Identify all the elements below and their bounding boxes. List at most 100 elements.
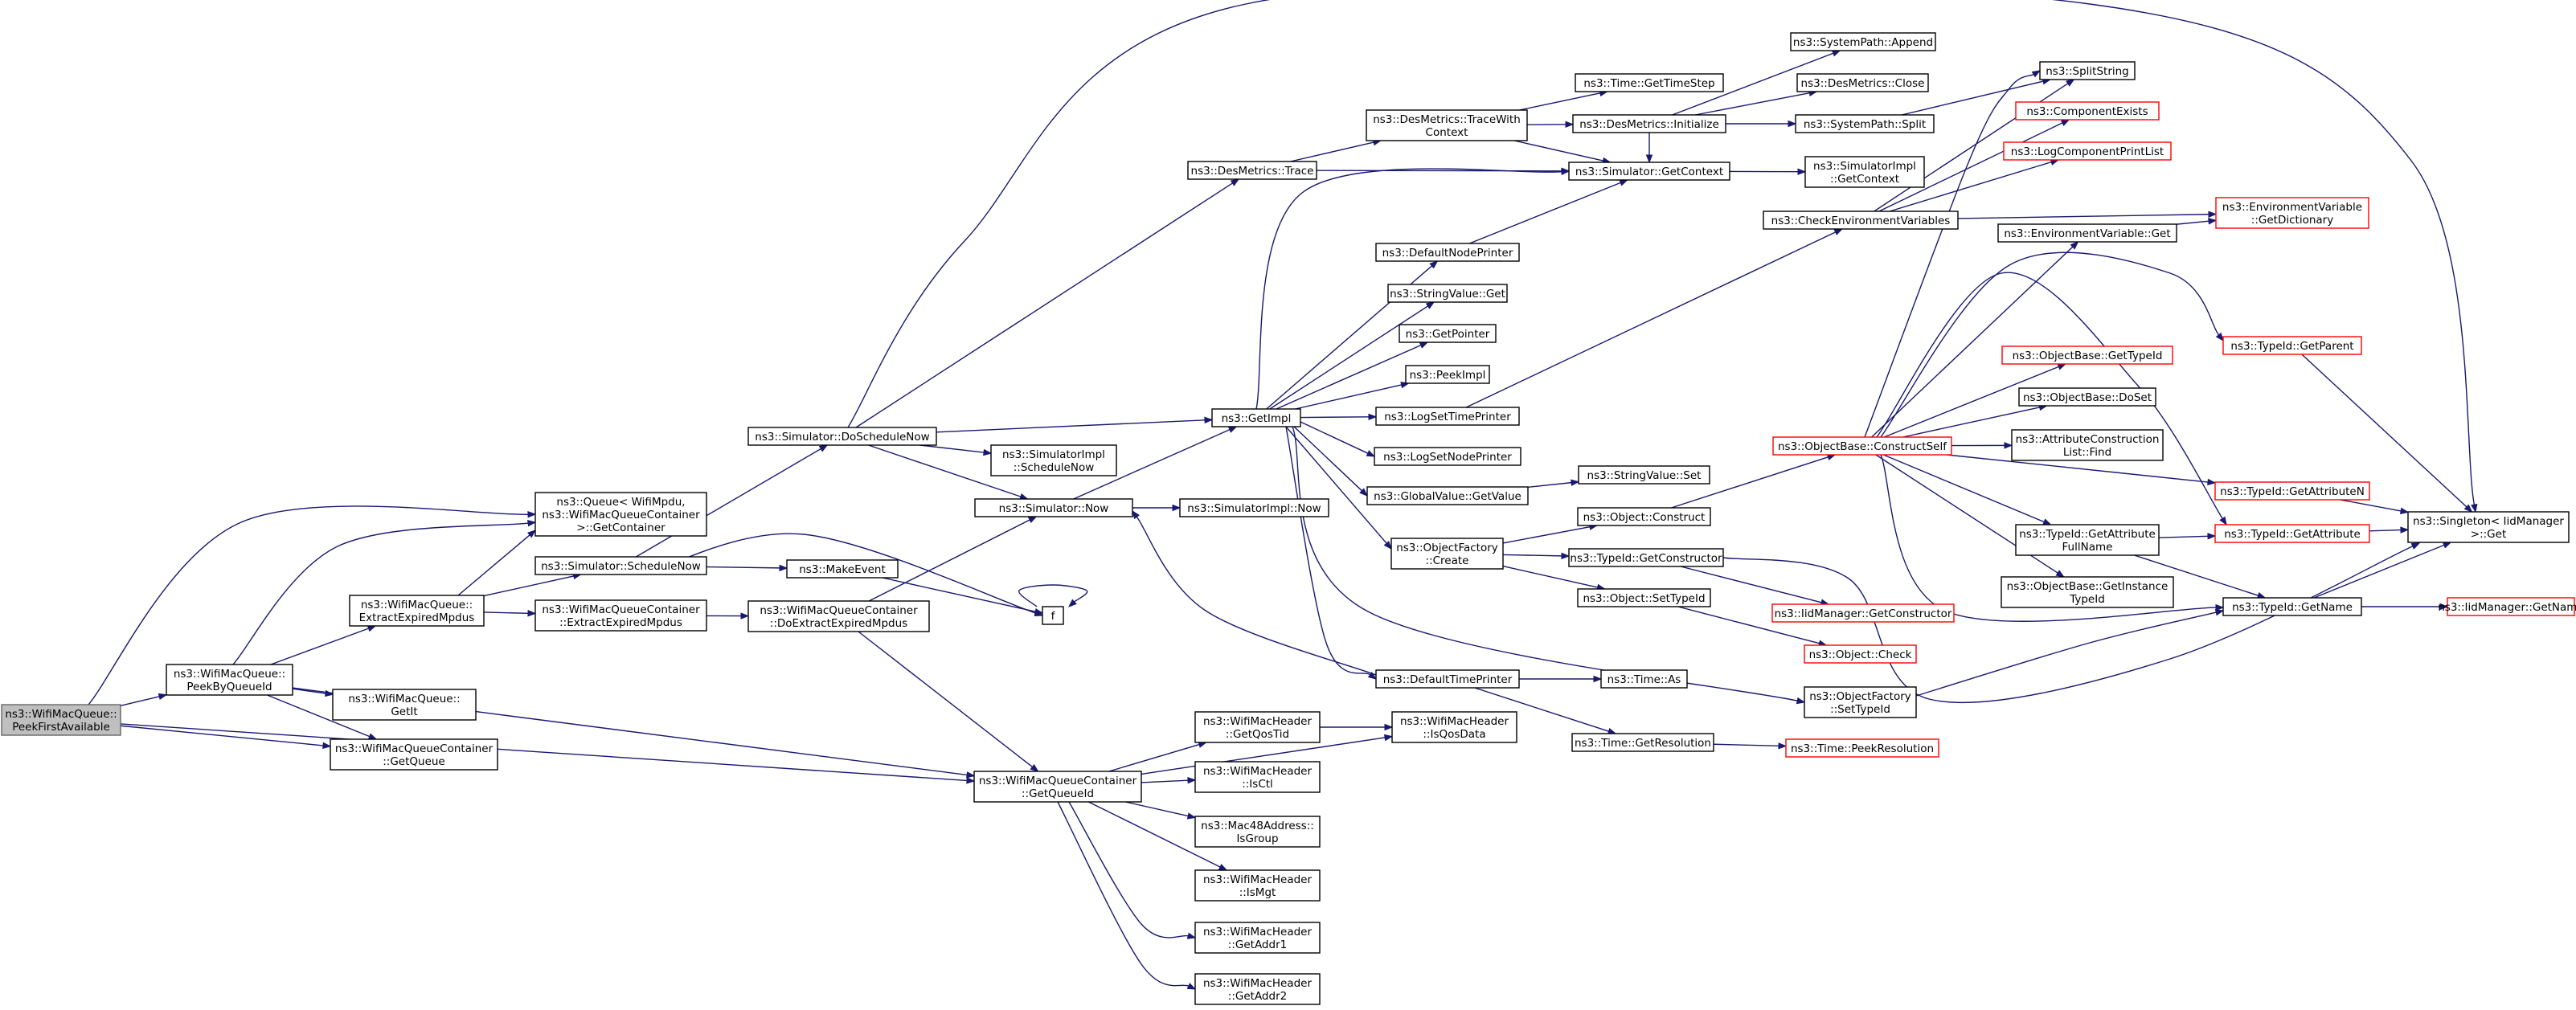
node-simScheduleNow[interactable]: ns3::Simulator::ScheduleNow bbox=[534, 556, 707, 575]
node-defaultNodePrinter[interactable]: ns3::DefaultNodePrinter bbox=[1375, 243, 1520, 262]
node-simGetContext[interactable]: ns3::Simulator::GetContext bbox=[1568, 162, 1730, 181]
node-objectBaseDoSet[interactable]: ns3::ObjectBase::DoSet bbox=[2018, 387, 2156, 407]
node-desClose[interactable]: ns3::DesMetrics::Close bbox=[1796, 73, 1929, 92]
node-desTrace[interactable]: ns3::DesMetrics::Trace bbox=[1187, 161, 1317, 180]
edge-arrowhead bbox=[1186, 812, 1197, 820]
node-splitString[interactable]: ns3::SplitString bbox=[2039, 61, 2136, 80]
node-logSetNodePrinter[interactable]: ns3::LogSetNodePrinter bbox=[1374, 447, 1521, 466]
edge-line bbox=[1957, 214, 2209, 219]
node-typeIdGetName[interactable]: ns3::TypeId::GetName bbox=[2222, 597, 2362, 616]
node-objectConstruct[interactable]: ns3::Object::Construct bbox=[1577, 507, 1711, 526]
node-objectFactoryCreate[interactable]: ns3::ObjectFactory::Create bbox=[1390, 538, 1504, 570]
edge-peekByQueueId-to-extractExpired bbox=[270, 625, 377, 665]
node-typeIdGetAttribute[interactable]: ns3::TypeId::GetAttribute bbox=[2214, 524, 2370, 543]
node-typeIdGetConstructor[interactable]: ns3::TypeId::GetConstructor bbox=[1568, 548, 1724, 567]
edge-line bbox=[1878, 122, 2063, 212]
node-globalValueGetValue[interactable]: ns3::GlobalValue::GetValue bbox=[1366, 486, 1529, 505]
node-peekByQueueId[interactable]: ns3::WifiMacQueue::PeekByQueueId bbox=[166, 664, 293, 696]
node-extractExpired[interactable]: ns3::WifiMacQueue::ExtractExpiredMpdus bbox=[349, 595, 485, 627]
node-objectBaseGetTypeId[interactable]: ns3::ObjectBase::GetTypeId bbox=[2001, 346, 2173, 365]
edge-line bbox=[457, 534, 530, 596]
node-containerExtractExpired[interactable]: ns3::WifiMacQueueContainer::ExtractExpir… bbox=[534, 599, 707, 632]
node-getQosTid[interactable]: ns3::WifiMacHeader::GetQosTid bbox=[1194, 711, 1321, 743]
node-stringValueSet[interactable]: ns3::StringValue::Set bbox=[1578, 465, 1710, 485]
node-label: ns3::TypeId::GetAttribute bbox=[2224, 528, 2361, 541]
node-envVarGetDictionary[interactable]: ns3::EnvironmentVariable::GetDictionary bbox=[2215, 197, 2369, 229]
node-makeEvent[interactable]: ns3::MakeEvent bbox=[786, 559, 899, 579]
node-isMgt[interactable]: ns3::WifiMacHeader::IsMgt bbox=[1194, 869, 1321, 902]
node-timeAs[interactable]: ns3::Time::As bbox=[1600, 669, 1688, 689]
edge-arrowhead bbox=[2215, 603, 2225, 611]
node-iidGetConstructor[interactable]: ns3::IidManager::GetConstructor bbox=[1771, 603, 1955, 623]
node-f[interactable]: f bbox=[1042, 606, 1064, 625]
node-isCtl[interactable]: ns3::WifiMacHeader::IsCtl bbox=[1194, 761, 1321, 793]
node-stringValueGet[interactable]: ns3::StringValue::Get bbox=[1387, 284, 1508, 303]
node-getAddr2[interactable]: ns3::WifiMacHeader::GetAddr2 bbox=[1194, 973, 1321, 1005]
node-checkEnvVars[interactable]: ns3::CheckEnvironmentVariables bbox=[1763, 211, 1959, 230]
node-label: ns3::WifiMacQueueContainer bbox=[760, 604, 918, 617]
node-label: ns3::WifiMacQueueContainer bbox=[542, 509, 700, 521]
edge-arrowhead bbox=[527, 519, 537, 527]
node-systemPathAppend[interactable]: ns3::SystemPath::Append bbox=[1790, 32, 1936, 51]
node-label: ns3::Time::GetTimeStep bbox=[1583, 77, 1714, 90]
node-peekImpl[interactable]: ns3::PeekImpl bbox=[1405, 365, 1490, 384]
edge-envVarGet-to-envVarGetDictionary bbox=[2176, 218, 2218, 225]
node-implNow[interactable]: ns3::SimulatorImpl::Now bbox=[1179, 498, 1329, 517]
node-getQueueId[interactable]: ns3::WifiMacQueueContainer::GetQueueId bbox=[973, 771, 1142, 803]
edge-line bbox=[2301, 354, 2467, 508]
node-logSetTimePrinter[interactable]: ns3::LogSetTimePrinter bbox=[1375, 407, 1520, 426]
node-logComponentPrintList[interactable]: ns3::LogComponentPrintList bbox=[2003, 141, 2172, 161]
node-label: List::Find bbox=[2063, 446, 2111, 459]
node-implGetContext[interactable]: ns3::SimulatorImpl::GetContext bbox=[1804, 156, 1925, 188]
node-label: ns3::LogSetNodePrinter bbox=[1383, 451, 1512, 464]
node-simNow[interactable]: ns3::Simulator::Now bbox=[974, 498, 1133, 517]
node-timePeekResolution[interactable]: ns3::Time::PeekResolution bbox=[1785, 738, 1939, 758]
edge-line bbox=[847, 0, 2476, 505]
node-isQosData[interactable]: ns3::WifiMacHeader::IsQosData bbox=[1391, 711, 1517, 743]
node-queueGetContainer[interactable]: ns3::Queue< WifiMpdu,ns3::WifiMacQueueCo… bbox=[534, 492, 707, 537]
node-objectFactorySetTypeId[interactable]: ns3::ObjectFactory::SetTypeId bbox=[1804, 686, 1917, 718]
node-box bbox=[1375, 669, 1520, 689]
node-root[interactable]: ns3::WifiMacQueue::PeekFirstAvailable bbox=[1, 704, 121, 736]
node-containerGetQueue[interactable]: ns3::WifiMacQueueContainer::GetQueue bbox=[330, 738, 498, 771]
node-systemPathSplit[interactable]: ns3::SystemPath::Split bbox=[1795, 114, 1935, 133]
node-getIt[interactable]: ns3::WifiMacQueue::GetIt bbox=[332, 689, 477, 721]
edge-root-to-peekByQueueId bbox=[120, 693, 168, 707]
node-timeGetTimeStep[interactable]: ns3::Time::GetTimeStep bbox=[1575, 73, 1724, 92]
node-getImpl[interactable]: ns3::GetImpl bbox=[1211, 408, 1301, 427]
node-getPointer[interactable]: ns3::GetPointer bbox=[1399, 324, 1497, 343]
node-isGroup[interactable]: ns3::Mac48Address::IsGroup bbox=[1194, 816, 1321, 848]
node-defaultTimePrinter[interactable]: ns3::DefaultTimePrinter bbox=[1375, 669, 1520, 689]
node-typeIdGetParent[interactable]: ns3::TypeId::GetParent bbox=[2222, 336, 2362, 355]
node-envVarGet[interactable]: ns3::EnvironmentVariable::Get bbox=[1997, 223, 2177, 243]
node-timeGetResolution[interactable]: ns3::Time::GetResolution bbox=[1571, 733, 1714, 752]
node-getAddr1[interactable]: ns3::WifiMacHeader::GetAddr1 bbox=[1194, 922, 1321, 954]
edge-line bbox=[1469, 182, 1621, 244]
node-desInitialize[interactable]: ns3::DesMetrics::Initialize bbox=[1572, 114, 1726, 133]
node-simDoScheduleNow[interactable]: ns3::Simulator::DoScheduleNow bbox=[747, 427, 937, 446]
edge-line bbox=[1073, 429, 1231, 500]
node-typeIdGetAttributeN[interactable]: ns3::TypeId::GetAttributeN bbox=[2214, 481, 2370, 501]
edge-arrowhead bbox=[1186, 983, 1197, 990]
node-iidGetName[interactable]: ns3::IidManager::GetName bbox=[2438, 597, 2576, 616]
node-objectSetTypeId[interactable]: ns3::Object::SetTypeId bbox=[1577, 588, 1711, 607]
edge-line bbox=[1672, 52, 1834, 116]
edge-objectBaseConstructSelf-to-typeIdGetAttributeFullName bbox=[1883, 454, 2052, 525]
node-componentExists[interactable]: ns3::ComponentExists bbox=[2015, 101, 2160, 121]
edge-arrowhead bbox=[1571, 479, 1580, 486]
node-objectBaseConstructSelf[interactable]: ns3::ObjectBase::ConstructSelf bbox=[1772, 436, 1952, 456]
node-doExtractExpired[interactable]: ns3::WifiMacQueueContainer::DoExtractExp… bbox=[747, 600, 930, 632]
edge-typeIdGetAttribute-to-singletonGet bbox=[2369, 526, 2410, 534]
node-implScheduleNow[interactable]: ns3::SimulatorImpl::ScheduleNow bbox=[990, 444, 1117, 476]
node-box bbox=[1577, 507, 1711, 526]
node-singletonGet[interactable]: ns3::Singleton< IidManager>::Get bbox=[2407, 511, 2570, 543]
edge-line bbox=[1136, 516, 1377, 676]
edge-objectBaseConstructSelf-to-typeIdGetAttribute bbox=[1876, 272, 2227, 526]
node-objectCheck[interactable]: ns3::Object::Check bbox=[1804, 644, 1917, 664]
node-label: ns3::ObjectBase::GetInstance bbox=[2007, 580, 2169, 593]
